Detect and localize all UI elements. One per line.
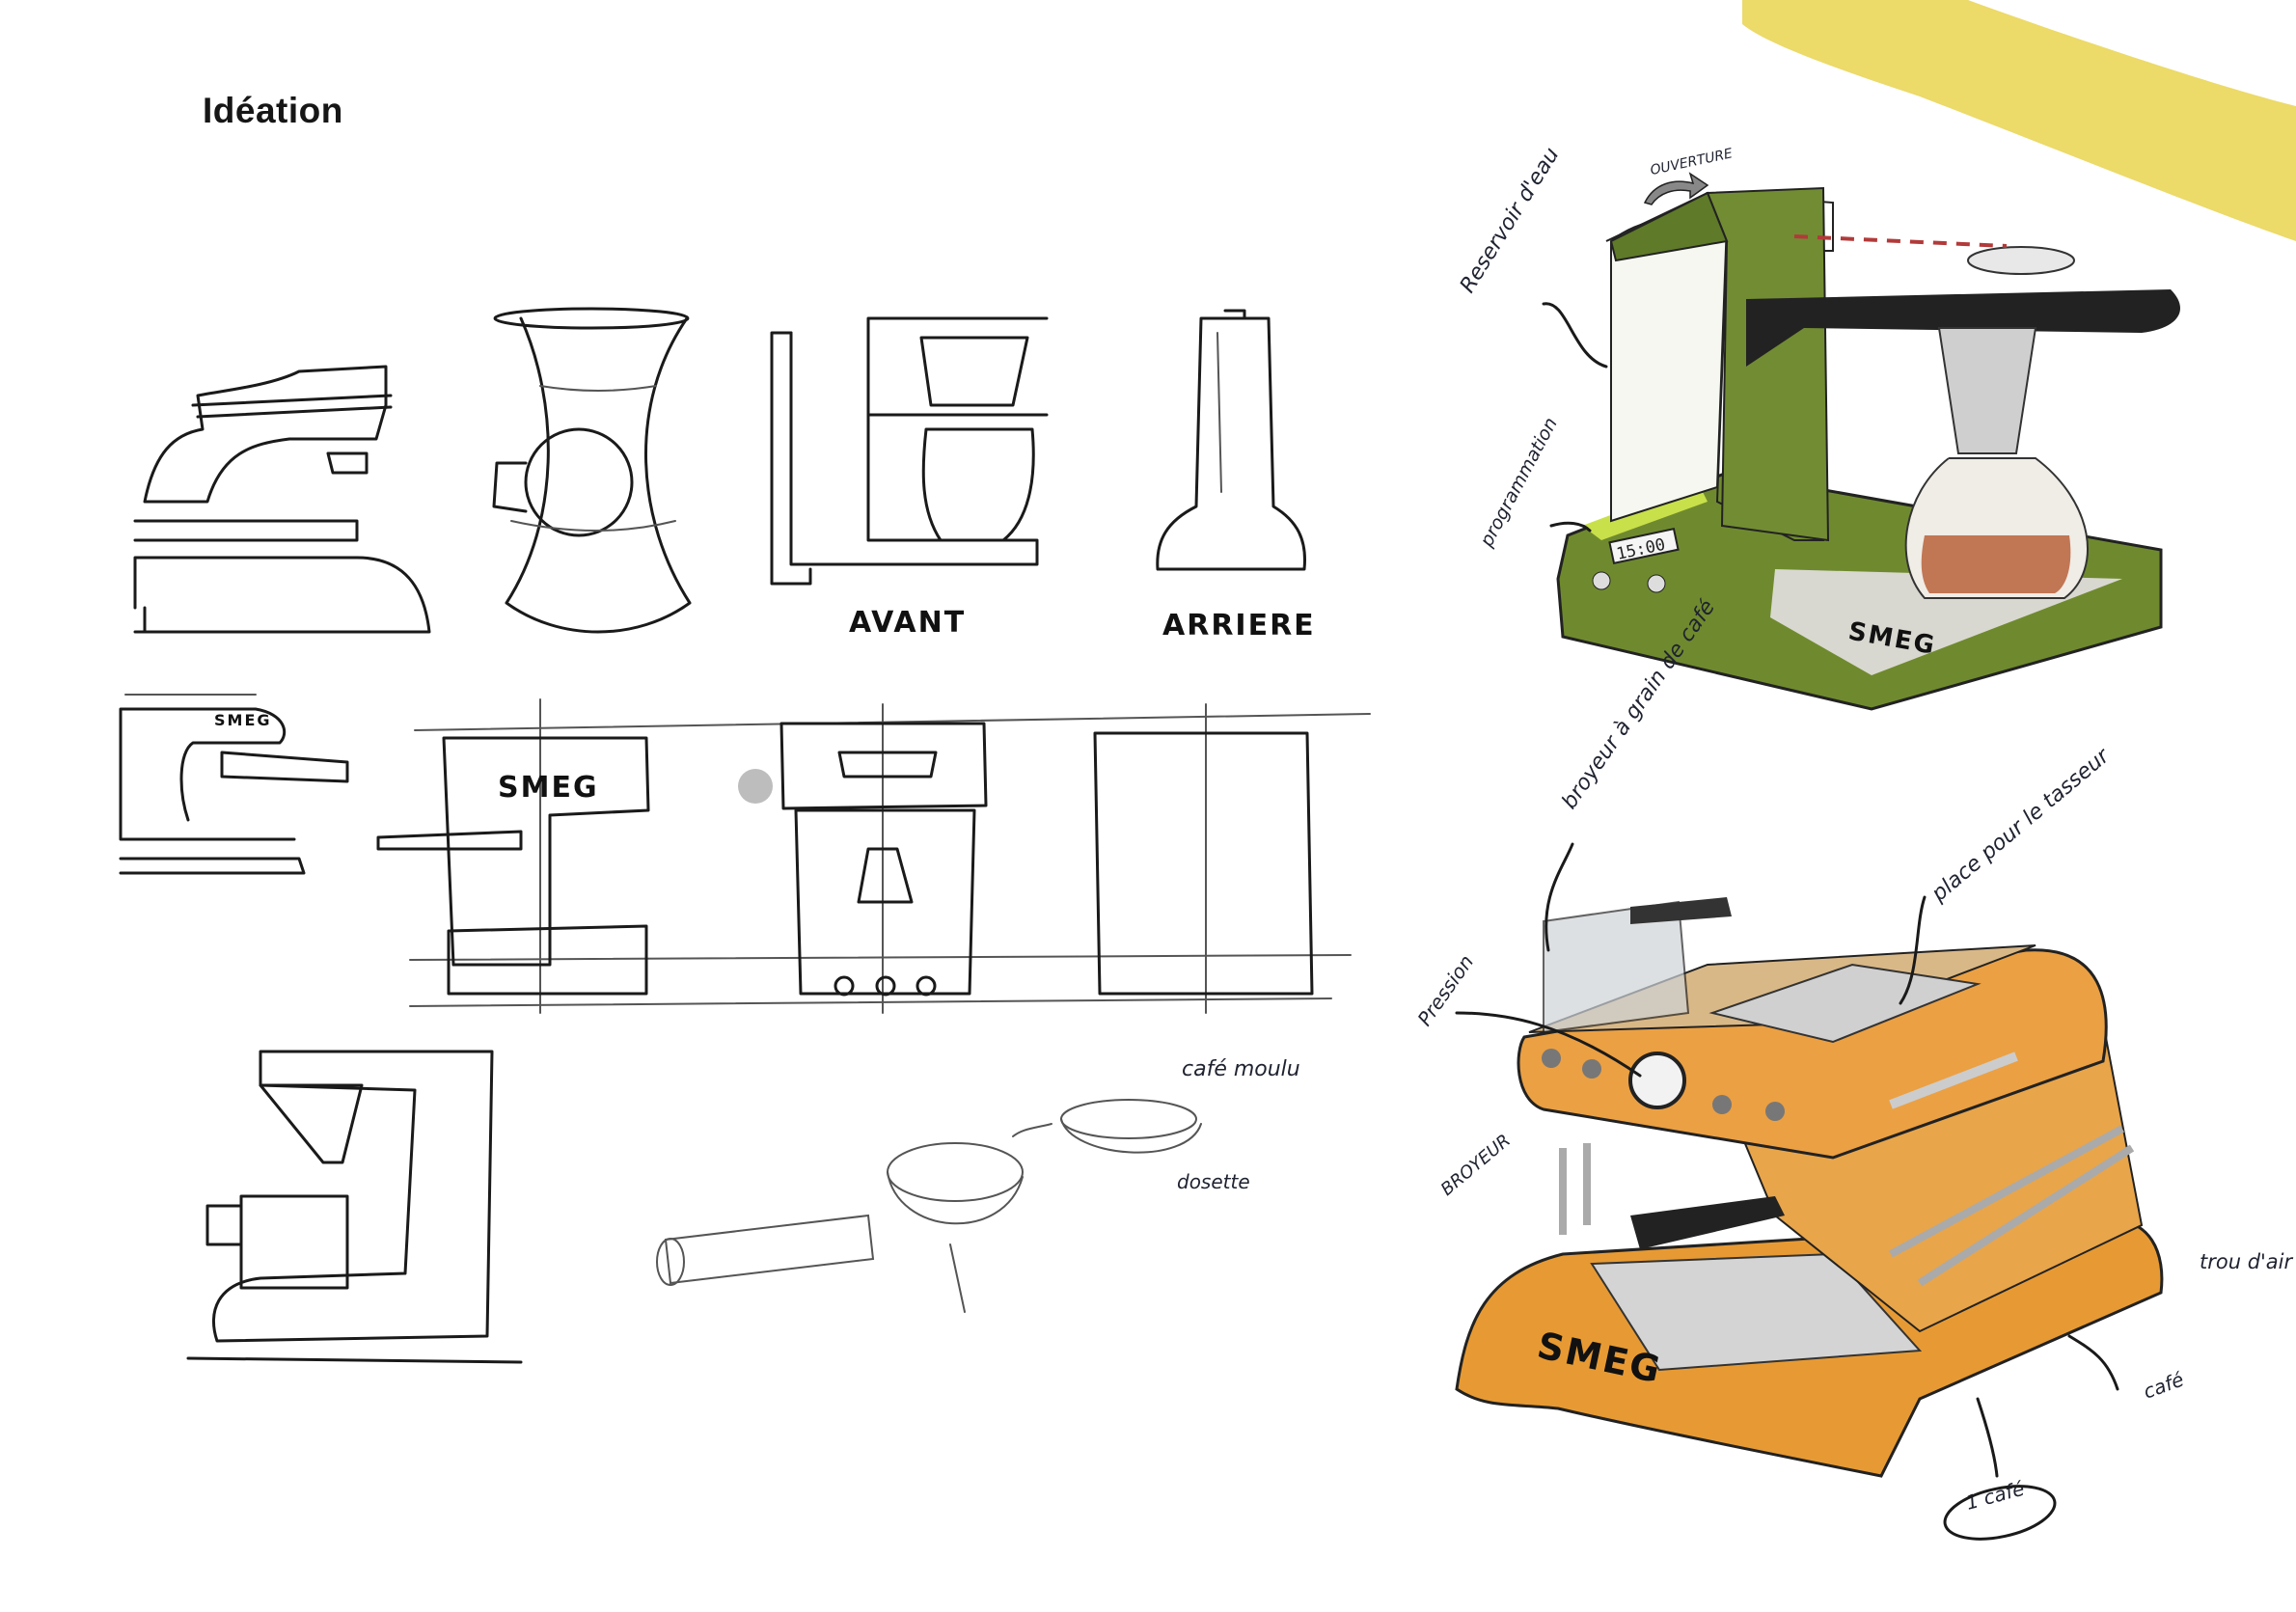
reservoir-label: Reservoir d'eau — [1456, 144, 1565, 298]
cafe-label: café — [2141, 1368, 2187, 1404]
sketch-drip-machine — [186, 1050, 523, 1364]
side-view-brand: SMEG — [498, 771, 599, 805]
sketch-three-views — [376, 698, 1371, 1014]
pressure-leader-line — [1455, 1011, 1642, 1078]
programming-label: programmation — [1476, 414, 1562, 551]
air-hole-label: trou d'air — [2200, 1250, 2294, 1273]
cafe-leader-line — [2067, 1334, 2119, 1391]
small-machine-brand: SMEG — [214, 711, 272, 729]
sketch-espresso-side — [133, 365, 431, 634]
grinder-leader-line — [1544, 842, 1574, 952]
cafe-moulu-label: café moulu — [1182, 1057, 1300, 1081]
grinder-button-label: BROYEUR — [1437, 1131, 1515, 1200]
one-cafe-circle — [1943, 1485, 2057, 1541]
yellow-brush-stroke — [1742, 0, 2296, 241]
green-drip-machine — [1556, 178, 2180, 711]
sketch-portafilter — [656, 1142, 1024, 1313]
page-title: Idéation — [203, 91, 343, 130]
pressure-label: Pression — [1412, 950, 1478, 1029]
programming-leader-line — [1549, 521, 1592, 533]
one-cafe-leader-line — [1976, 1397, 1999, 1478]
sketch-hourglass-machine — [492, 307, 692, 634]
opening-arrow-icon — [1643, 172, 1709, 205]
opening-label: OUVERTURE — [1649, 146, 1734, 178]
sketch-small-espresso — [119, 694, 349, 875]
dosette-label: dosette — [1177, 1170, 1250, 1193]
gray-dot-marker — [738, 769, 773, 804]
sketch-back-view — [1156, 309, 1307, 571]
tamper-leader-line — [1899, 895, 1927, 1005]
orange-espresso-machine — [1455, 897, 2164, 1478]
reservoir-leader-line — [1542, 302, 1608, 369]
back-label: ARRIERE — [1162, 609, 1316, 642]
tamper-label: place pour le tasseur — [1927, 743, 2116, 907]
sketch-dosette — [1012, 1099, 1202, 1154]
sketch-front-view — [770, 316, 1049, 586]
front-label: AVANT — [849, 606, 966, 640]
